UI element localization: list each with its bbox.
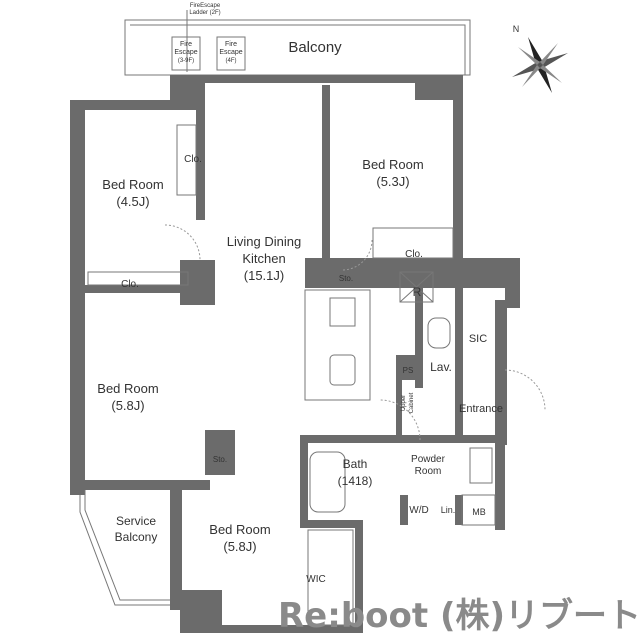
fire-escape-1-label-1: Fire <box>180 41 192 48</box>
bath-label-1: Bath <box>343 457 368 471</box>
upper-cabinet-label-2: Cabinet <box>409 392 415 413</box>
bedroom-nw-label-2: (4.5J) <box>116 194 149 209</box>
fixtures <box>79 124 546 626</box>
bedroom-s-label-1: Bed Room <box>209 522 270 537</box>
wic-label: WIC <box>306 574 325 585</box>
fire-escape-ladder-label-2: Ladder (2F) <box>189 10 220 16</box>
ps-label: PS <box>403 366 414 375</box>
reboot-logo: Re:boot (株)リブート <box>278 596 640 636</box>
balcony-label: Balcony <box>288 39 342 56</box>
upper-cabinet-label-1: Upper <box>401 395 407 411</box>
bedroom-w-label-2: (5.8J) <box>111 398 144 413</box>
service-balcony-label-2: Balcony <box>115 530 158 544</box>
service-balcony-label-1: Service <box>116 514 156 528</box>
room-labels: FireEscape Ladder (2F) Fire Escape (3-9F… <box>97 3 503 585</box>
fire-escape-2-label-1: Fire <box>225 41 237 48</box>
balcony-area <box>124 10 471 76</box>
bedroom-w-label-1: Bed Room <box>97 381 158 396</box>
fire-escape-1-label-3: (3-9F) <box>178 58 194 64</box>
storage-1-label: Sto. <box>339 274 353 283</box>
mb-label: MB <box>472 507 486 517</box>
closet-2-label: Clo. <box>405 249 423 260</box>
powder-room-label-1: Powder <box>411 454 446 465</box>
fire-escape-2-label-2: Escape <box>219 49 242 56</box>
bedroom-ne-label-2: (5.3J) <box>376 174 409 189</box>
sic-label: SIC <box>469 333 487 345</box>
fire-escape-2-label-3: (4F) <box>226 58 237 64</box>
walls <box>70 75 520 633</box>
bedroom-s-label-2: (5.8J) <box>223 539 256 554</box>
bath-label-2: (1418) <box>338 474 373 488</box>
bedroom-nw-label-1: Bed Room <box>102 177 163 192</box>
north-compass-icon: N <box>512 24 568 93</box>
lav-label: Lav. <box>430 360 452 374</box>
ldk-label-2: Kitchen <box>242 251 285 266</box>
wd-label: W/D <box>409 505 428 516</box>
storage-2-label: Sto. <box>213 455 227 464</box>
fire-escape-1-label-2: Escape <box>174 49 197 56</box>
compass-label: N <box>513 24 520 34</box>
entrance-label: Entrance <box>459 403 503 415</box>
powder-room-label-2: Room <box>415 466 442 477</box>
ldk-label-3: (15.1J) <box>244 268 284 283</box>
ldk-label-1: Living Dining <box>227 234 301 249</box>
lin-label: Lin. <box>441 505 456 515</box>
bedroom-ne-label-1: Bed Room <box>362 157 423 172</box>
fire-escape-ladder-label-1: FireEscape <box>190 3 221 9</box>
refrigerator-label: R <box>413 285 422 299</box>
closet-1-label: Clo. <box>184 154 202 165</box>
closet-3-label: Clo. <box>121 279 139 290</box>
